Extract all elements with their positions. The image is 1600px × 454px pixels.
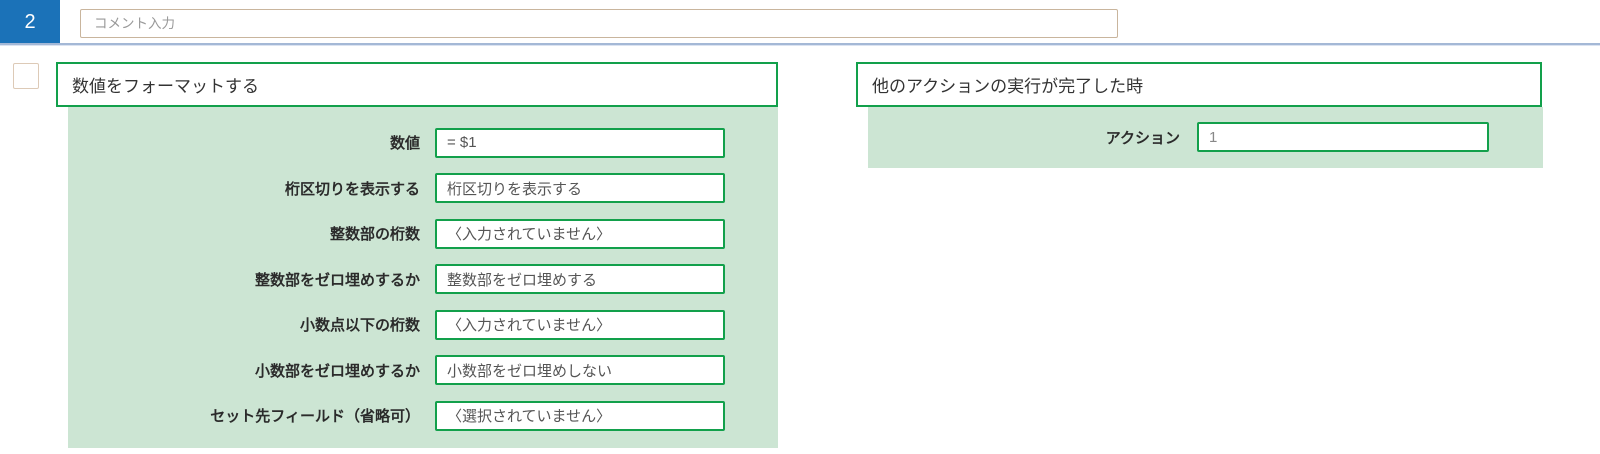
value-input[interactable] bbox=[435, 173, 725, 204]
field-label: 整数部をゼロ埋めするか bbox=[254, 271, 420, 289]
value-input[interactable] bbox=[435, 127, 725, 158]
value-input[interactable] bbox=[435, 309, 725, 340]
form-row: 数値 bbox=[68, 120, 778, 166]
field-label: 数値 bbox=[389, 135, 420, 153]
field-label: 小数点以下の桁数 bbox=[299, 317, 420, 335]
format-number-params-panel: 数値 桁区切りを表示する 整数部の桁数 整数部をゼロ埋めするか 小数点以下の桁数… bbox=[68, 107, 778, 448]
form-row: 桁区切りを表示する bbox=[68, 166, 778, 212]
trigger-title-label: 他のアクションの実行が完了した時 bbox=[872, 77, 1144, 96]
step-checkbox[interactable] bbox=[13, 63, 39, 89]
trigger-title-after-action[interactable]: 他のアクションの実行が完了した時 bbox=[856, 62, 1542, 107]
action-ref-input[interactable] bbox=[1197, 122, 1489, 152]
action-title-format-number[interactable]: 数値をフォーマットする bbox=[56, 62, 778, 107]
value-input[interactable] bbox=[435, 218, 725, 249]
form-row: 整数部の桁数 bbox=[68, 211, 778, 257]
field-label: 整数部の桁数 bbox=[329, 226, 420, 244]
field-label: 桁区切りを表示する bbox=[284, 180, 420, 198]
form-row: 小数部をゼロ埋めするか bbox=[68, 348, 778, 394]
step-number-badge: 2 bbox=[0, 0, 60, 45]
comment-input[interactable] bbox=[80, 9, 1118, 38]
value-input[interactable] bbox=[435, 264, 725, 295]
value-input[interactable] bbox=[435, 400, 725, 431]
action-title-label: 数値をフォーマットする bbox=[72, 77, 259, 96]
field-label: 小数部をゼロ埋めするか bbox=[254, 362, 420, 380]
trigger-params-panel: アクション bbox=[868, 107, 1543, 168]
form-row: 整数部をゼロ埋めするか bbox=[68, 257, 778, 303]
form-row: セット先フィールド（省略可） bbox=[68, 393, 778, 439]
form-row: アクション bbox=[868, 120, 1543, 154]
field-label: セット先フィールド（省略可） bbox=[210, 408, 420, 426]
form-row: 小数点以下の桁数 bbox=[68, 302, 778, 348]
step-divider bbox=[0, 43, 1600, 46]
field-label: アクション bbox=[1105, 129, 1180, 147]
value-input[interactable] bbox=[435, 355, 725, 386]
